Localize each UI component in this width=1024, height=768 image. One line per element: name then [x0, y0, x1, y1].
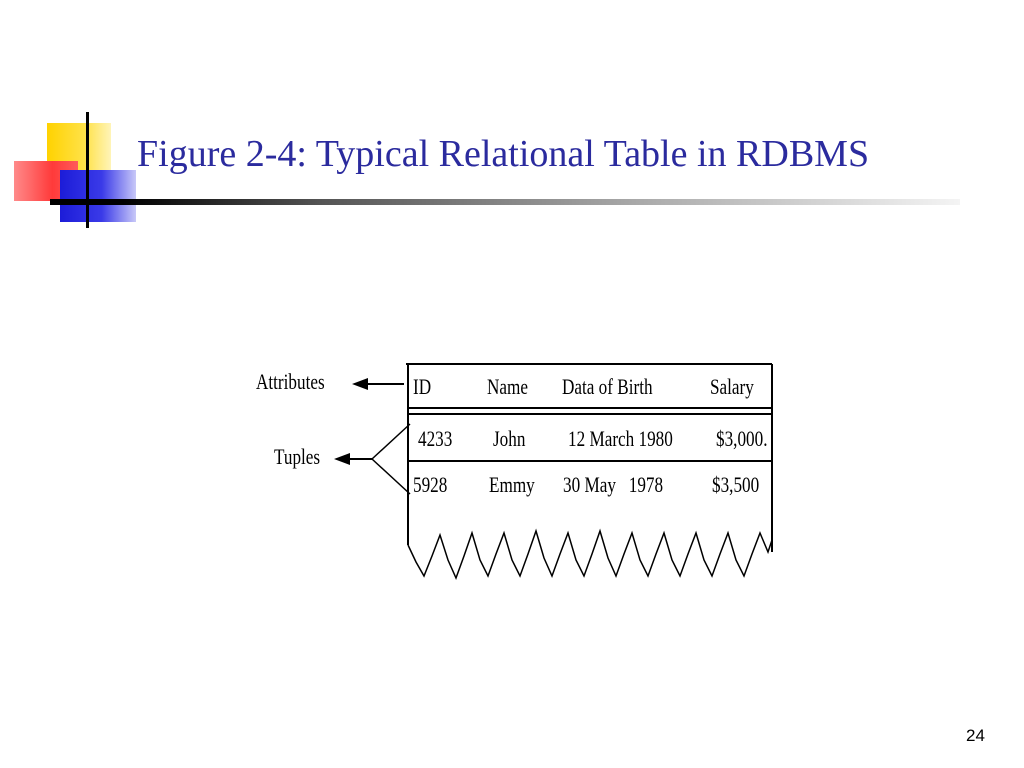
table-row-2-salary: $3,500: [712, 472, 760, 497]
table-row-2-id: 5928: [413, 472, 448, 497]
title-underline: [50, 199, 960, 205]
header-cell-name: Name: [487, 374, 528, 399]
table-row-1-salary: $3,000.: [716, 426, 768, 451]
table-row-2-name: Emmy: [489, 472, 535, 497]
attributes-arrowhead: [352, 378, 368, 390]
table-row-1-date-of-birth: 12 March 1980: [568, 426, 673, 451]
tuples-label: Tuples: [274, 444, 321, 469]
page-number: 24: [966, 726, 985, 745]
torn-bottom-edge: [407, 528, 773, 581]
table-row-2-date-of-birth: 30 May 1978: [563, 472, 664, 497]
logo-vertical-line: [86, 112, 89, 228]
slide-title: Figure 2-4: Typical Relational Table in …: [137, 133, 870, 175]
tuples-branch-lower: [371, 458, 411, 495]
tuples-branch-upper: [371, 423, 411, 460]
header-cell-salary: Salary: [710, 374, 754, 399]
header-cell-id: ID: [413, 374, 432, 399]
logo-blue-square: [60, 170, 136, 222]
header-cell-date-of-birth: Data of Birth: [562, 374, 653, 399]
logo-squares: [0, 0, 160, 240]
attributes-label: Attributes: [256, 369, 325, 394]
table-row-1-id: 4233: [418, 426, 453, 451]
table-row-1-name: John: [493, 426, 526, 451]
tuples-arrowhead: [334, 453, 350, 465]
